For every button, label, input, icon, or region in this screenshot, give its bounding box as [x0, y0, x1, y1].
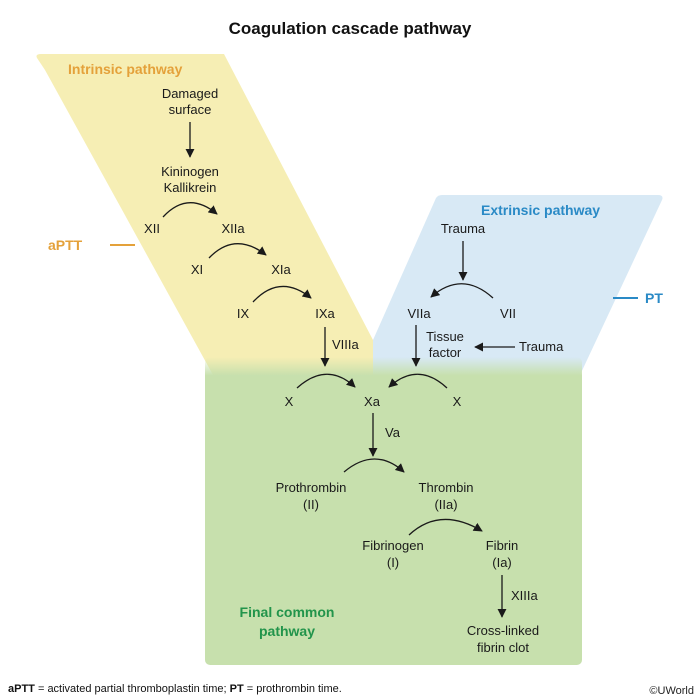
footnote-def-aptt: = activated partial thromboplastin time;	[35, 683, 230, 695]
pt-label: PT	[645, 290, 663, 306]
fibrin-code: (Ia)	[492, 555, 512, 570]
factor-viiia: VIIIa	[332, 337, 360, 352]
tissue-factor-line2: factor	[429, 345, 462, 360]
arrow-xi-to-xia	[208, 243, 267, 259]
fibrinogen-code: (I)	[387, 555, 399, 570]
aptt-label: aPTT	[48, 237, 83, 253]
thrombin-code: (IIa)	[434, 497, 457, 512]
footnote-abbr-pt: PT	[230, 683, 244, 695]
extrinsic-pathway-label: Extrinsic pathway	[481, 202, 600, 218]
tissue-factor-line1: Tissue	[426, 329, 464, 344]
arrow-ix-to-ixa	[252, 285, 312, 303]
trauma-side: Trauma	[519, 339, 564, 354]
damaged-surface-line2: surface	[169, 102, 212, 117]
kininogen-label: Kininogen	[161, 164, 219, 179]
factor-vii: VII	[500, 306, 516, 321]
footnote: aPTT = activated partial thromboplastin …	[8, 683, 342, 695]
common-pathway-label-line1: Final common	[240, 604, 335, 620]
factor-ixa: IXa	[315, 306, 335, 321]
clot-line1: Cross-linked	[467, 623, 539, 638]
factor-xa: Xa	[364, 394, 381, 409]
kallikrein-label: Kallikrein	[164, 180, 217, 195]
trauma-top: Trauma	[441, 221, 486, 236]
damaged-surface-line1: Damaged	[162, 86, 218, 101]
factor-xiiia: XIIIa	[511, 588, 539, 603]
clot-line2: fibrin clot	[477, 640, 529, 655]
prothrombin-code: (II)	[303, 497, 319, 512]
factor-ix: IX	[237, 306, 250, 321]
common-region	[205, 357, 582, 665]
page-title: Coagulation cascade pathway	[229, 19, 472, 38]
factor-xii: XII	[144, 221, 160, 236]
extrinsic-region	[373, 195, 663, 375]
arrow-x-left-to-xa	[296, 373, 356, 389]
thrombin-label: Thrombin	[419, 480, 474, 495]
factor-x-right: X	[453, 394, 462, 409]
arrow-xii-to-xiia	[162, 202, 218, 218]
factor-viia: VIIa	[407, 306, 431, 321]
intrinsic-region	[36, 54, 373, 375]
factor-xi: XI	[191, 262, 203, 277]
arrow-prothrombin-to-thrombin	[343, 458, 405, 473]
footnote-def-pt: = prothrombin time.	[244, 683, 342, 695]
fibrinogen-label: Fibrinogen	[362, 538, 423, 553]
arrow-fibrinogen-to-fibrin	[408, 518, 483, 536]
factor-x-left: X	[285, 394, 294, 409]
intrinsic-pathway-label: Intrinsic pathway	[68, 61, 183, 77]
arrow-x-right-to-xa	[388, 373, 448, 389]
copyright: ©UWorld	[649, 685, 694, 697]
factor-va: Va	[385, 425, 401, 440]
arrow-vii-to-viia	[430, 283, 494, 299]
common-pathway-label-line2: pathway	[259, 623, 315, 639]
footnote-abbr-aptt: aPTT	[8, 683, 35, 695]
factor-xia: XIa	[271, 262, 291, 277]
prothrombin-label: Prothrombin	[276, 480, 347, 495]
factor-xiia: XIIa	[221, 221, 245, 236]
fibrin-label: Fibrin	[486, 538, 519, 553]
